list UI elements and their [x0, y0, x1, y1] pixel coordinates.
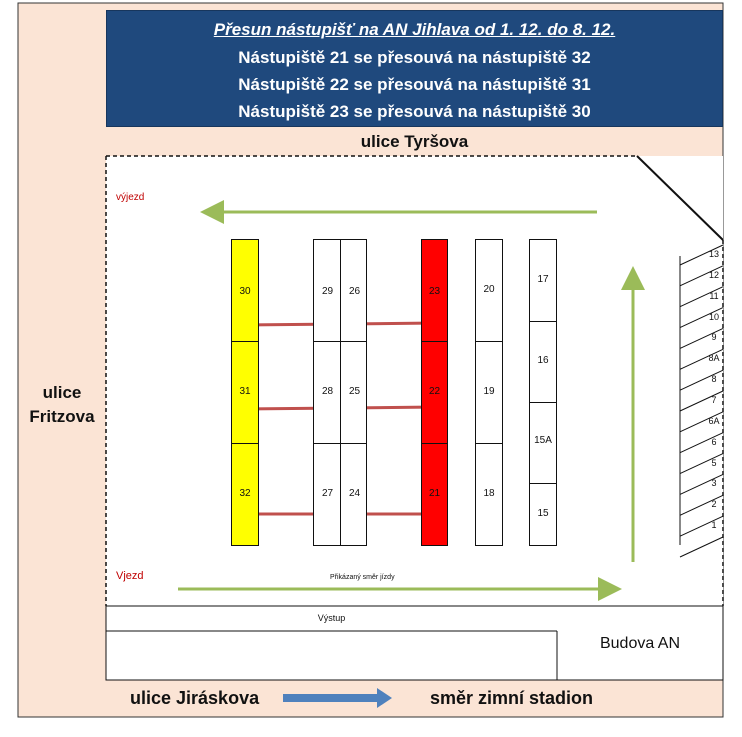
diagonal-stand-line — [679, 244, 724, 266]
notice-title: Přesun nástupišť na AN Jihlava od 1. 12.… — [213, 20, 616, 39]
direction-stadium: směr zimní stadion — [430, 688, 594, 708]
street-fritzova-line1: ulice — [42, 383, 82, 402]
platform-red: 23 22 21 — [421, 239, 448, 546]
stand-12: 12 — [708, 269, 719, 280]
stand-3: 3 — [711, 478, 717, 489]
stand-2: 2 — [711, 499, 717, 510]
stand-15a: 15A — [534, 435, 552, 446]
stand-7: 7 — [711, 395, 717, 405]
stand-10: 10 — [708, 311, 719, 322]
diagonal-stand-line — [679, 536, 724, 558]
diagonal-stand-line — [679, 307, 724, 329]
stand-13: 13 — [708, 249, 719, 259]
platform-yellow: 30 31 32 — [231, 239, 259, 546]
stand-29: 29 — [321, 286, 334, 297]
exit-label: výjezd — [116, 192, 145, 203]
vystup-label: Výstup — [317, 613, 346, 623]
diagonal-stand-line — [679, 369, 724, 391]
stand-21: 21 — [428, 488, 441, 499]
platform-17-15: 17 16 15A 15 — [529, 239, 557, 546]
diagonal-stand-line — [679, 411, 724, 433]
building-label: Budova AN — [599, 635, 681, 652]
stand-18: 18 — [483, 488, 495, 499]
diagonal-stand-line — [679, 432, 724, 454]
station-area — [106, 156, 723, 606]
bottom-area — [105, 605, 724, 681]
diagonal-stand-line — [679, 390, 724, 412]
stand-28: 28 — [321, 386, 334, 397]
platform-29-24: 29 28 27 26 25 24 — [313, 239, 367, 546]
stand-16: 16 — [537, 355, 549, 366]
street-fritzova-line2: Fritzova — [29, 407, 95, 426]
stand-32: 32 — [239, 488, 251, 499]
stand-25: 25 — [348, 386, 361, 397]
stand-30: 30 — [239, 286, 251, 297]
stand-8a: 8A — [708, 353, 720, 364]
diagonal-stand-line — [679, 494, 724, 516]
platform-20-18: 20 19 18 — [475, 239, 503, 546]
stand-31: 31 — [239, 386, 251, 397]
stand-24: 24 — [348, 488, 361, 499]
blue-arrow-head — [377, 688, 392, 708]
notice-banner: Přesun nástupišť na AN Jihlava od 1. 12.… — [106, 10, 723, 127]
stand-1: 1 — [711, 520, 717, 531]
entry-label: Vjezd — [116, 570, 144, 582]
stand-6: 6 — [711, 436, 717, 447]
stand-15: 15 — [537, 508, 549, 519]
stand-23: 23 — [428, 286, 441, 297]
diagonal-stand-line — [679, 453, 724, 475]
notice-line-1: Nástupiště 21 se přesouvá na nástupiště … — [238, 48, 591, 67]
stand-20: 20 — [483, 284, 495, 295]
blue-arrow-shaft — [283, 694, 379, 702]
stand-19: 19 — [483, 386, 495, 397]
corner-line — [636, 155, 724, 241]
stand-22: 22 — [428, 386, 441, 397]
street-jiraskova: ulice Jiráskova — [130, 688, 260, 708]
diagonal-stand-line — [679, 348, 724, 370]
street-tyrsova: ulice Tyršova — [360, 132, 469, 151]
diagonal-stand-line — [679, 473, 724, 495]
stand-8: 8 — [711, 374, 717, 385]
notice-line-3: Nástupiště 23 se přesouvá na nástupiště … — [238, 102, 591, 121]
diagonal-stand-line — [679, 286, 724, 308]
diagonal-stand-line — [679, 265, 724, 287]
stand-9: 9 — [711, 332, 717, 343]
stand-5: 5 — [711, 457, 717, 468]
notice-line-2: Nástupiště 22 se přesouvá na nástupiště … — [238, 75, 591, 94]
stand-17: 17 — [537, 274, 549, 285]
diagonal-stand-line — [679, 515, 724, 537]
stand-26: 26 — [348, 286, 361, 297]
direction-label: Přikázaný směr jízdy — [330, 574, 395, 581]
stand-27: 27 — [321, 488, 334, 499]
stand-6a: 6A — [708, 415, 720, 426]
diagonal-stand-line — [679, 327, 724, 349]
stand-11: 11 — [709, 290, 719, 301]
